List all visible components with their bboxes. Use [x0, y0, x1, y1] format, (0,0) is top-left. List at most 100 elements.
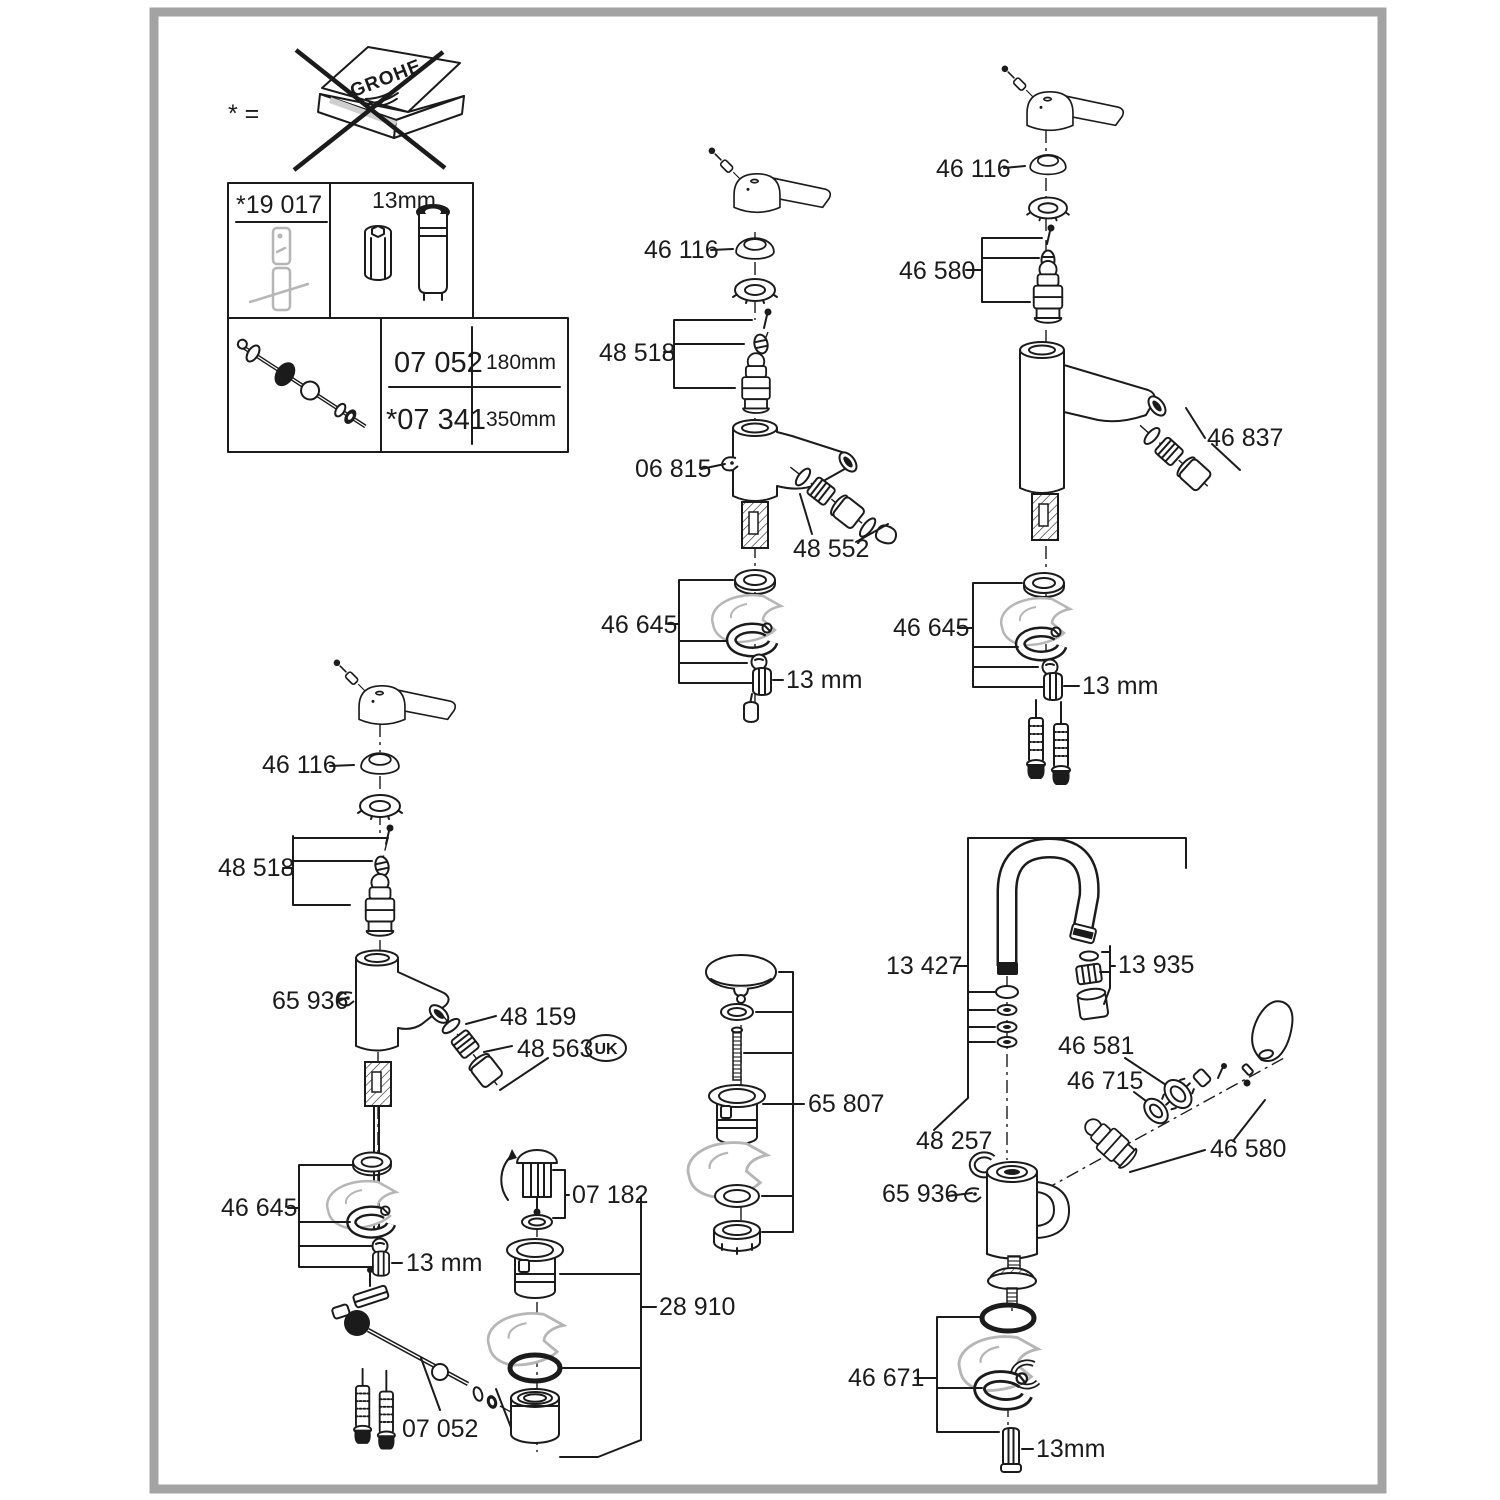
callout-48552-label: 48 552: [793, 535, 869, 563]
callout-28910-bracket: [559, 1196, 657, 1458]
callout-06815-label: 06 815: [635, 455, 711, 483]
spare-parts-table: *19 017 13mm 07 052 180mm *07 341 350mm: [227, 182, 569, 453]
callout-46645-bracket: [957, 582, 1044, 688]
diagram-basin-mixer-top-right: 46 116 46 580 46 837 46 645 13 mm: [893, 64, 1283, 786]
hex-nut: [752, 667, 772, 696]
callout-46116-label: 46 116: [936, 155, 1011, 183]
callout-13mm-label: 13mm: [1036, 1435, 1105, 1463]
callout-46715-label: 46 715: [1067, 1067, 1143, 1095]
cartridge-screw: [763, 307, 773, 329]
callout-07182-bracket: [552, 1169, 570, 1219]
callout-48552-bracket: [799, 493, 889, 543]
callout-65807-label: 65 807: [808, 1090, 884, 1118]
cartridge: [741, 352, 771, 414]
diagram-basin-mixer-top-center: 48 518 06 815 48 552 46 645 13 mm: [599, 146, 898, 723]
pop-up-rod-icon: [236, 338, 367, 429]
callout-48518-label: 48 518: [218, 854, 294, 882]
o-ring: [507, 1352, 563, 1384]
callout-46116-label: 46 116: [262, 751, 337, 779]
callout-46671-bracket: [914, 1316, 1000, 1433]
callout-46116-top-center: 46 116: [644, 236, 734, 264]
cartridge: [1032, 260, 1064, 324]
basin-wedge: [710, 593, 783, 644]
knob-washer: [521, 1214, 553, 1230]
cartridge-screw: [1046, 223, 1056, 245]
rod-part-1-label: 07 052: [394, 347, 483, 379]
rod-part-2-label: *07 341: [386, 404, 486, 436]
service-tool-icon: [248, 226, 310, 312]
callout-65807-bracket: [743, 971, 805, 1233]
lever-handle: [332, 658, 457, 726]
long-hex-nut: [1000, 1427, 1022, 1473]
handle-screw-parts: [1192, 1063, 1254, 1088]
socket-tools-icon: [364, 204, 450, 301]
callout-46116-line: [329, 764, 355, 767]
spout-mousseur-kit: [1075, 950, 1110, 1021]
handle-knob: [1251, 1000, 1294, 1062]
callout-46645-label: 46 645: [893, 614, 969, 642]
diagram-uk-waste: 07 182 28 910: [486, 1148, 735, 1458]
callout-46581-label: 46 581: [1058, 1032, 1134, 1060]
callout-13427-label: 13 427: [886, 952, 962, 980]
callout-13mm-label: 13 mm: [786, 666, 862, 694]
diagram-sink-mixer-bottom-right: 13 427 13 935 46 581 46 715 46 580 48 25…: [848, 837, 1294, 1473]
callout-65936-label: 65 936: [882, 1180, 958, 1208]
callout-46580-bracket: [1129, 1099, 1266, 1173]
callout-48159-label: 48 159: [500, 1003, 576, 1031]
callout-46580-label: 46 580: [1210, 1135, 1286, 1163]
bearing-ring: [1026, 196, 1070, 222]
lock-nut: [713, 1220, 761, 1255]
basin-wedge: [999, 596, 1072, 647]
waste-flange: [506, 1238, 564, 1299]
callout-07052-label: 07 052: [402, 1415, 478, 1443]
cartridge-screw: [385, 823, 395, 845]
callout-48518-bracket: [282, 835, 389, 906]
body-clip: [964, 1187, 982, 1203]
tool-part-label: *19 017: [236, 191, 322, 219]
faucet-body: [1019, 341, 1167, 494]
callout-28910-label: 28 910: [659, 1293, 735, 1321]
callout-46671-label: 46 671: [848, 1364, 924, 1392]
lever-handle: [1000, 64, 1125, 132]
sealing-ring: [714, 1184, 760, 1208]
bearing-ring: [357, 794, 403, 820]
supply-hoses: [353, 1367, 396, 1451]
escutcheon-cap: [735, 237, 775, 260]
shank-and-escutcheon: [987, 1255, 1037, 1307]
crossed-out-icon: [292, 48, 447, 172]
cap-washer: [720, 1003, 754, 1021]
callout-06815-line: [700, 463, 726, 470]
waste-flange: [708, 1084, 766, 1145]
callout-13mm-label: 13 mm: [406, 1249, 482, 1277]
callout-48159-48563-bracket: [465, 1015, 549, 1091]
cartridge: [364, 873, 396, 937]
callout-46645-label: 46 645: [221, 1194, 297, 1222]
grohe-box-icon: GROHE: [292, 46, 465, 172]
callout-46581-line: [1124, 1057, 1167, 1086]
pop-up-rod-kit: [331, 1267, 498, 1409]
pop-up-cap: [705, 954, 777, 1004]
callout-46837-label: 46 837: [1207, 424, 1283, 452]
callout-46645-label: 46 645: [601, 611, 677, 639]
callout-46580-bracket: [965, 237, 1043, 303]
lever-handle: [707, 146, 832, 214]
faucet-body: [732, 419, 858, 502]
callout-48518-label: 48 518: [599, 339, 675, 367]
threaded-shank: [741, 501, 769, 549]
spout-o-rings: [995, 985, 1019, 1048]
rod-length-2-label: 350mm: [486, 408, 556, 431]
callout-65936-line: [947, 1192, 973, 1197]
cartridge: [1077, 1110, 1141, 1172]
callout-07052-bracket: [420, 1357, 513, 1431]
callout-65936-label: 65 936: [272, 987, 348, 1015]
bearing-ring: [732, 278, 778, 304]
waste-shell: [510, 1388, 560, 1444]
faucet-body: [986, 1161, 1071, 1260]
hex-nut: [371, 1250, 391, 1277]
supply-hoses: [1026, 699, 1071, 786]
callout-46837-bracket: [1185, 407, 1241, 471]
callout-48563-label: 48 563: [517, 1035, 593, 1063]
rod-length-1-label: 180mm: [486, 351, 556, 374]
tail-screw: [743, 693, 759, 723]
callout-46645-bracket: [287, 1164, 374, 1268]
